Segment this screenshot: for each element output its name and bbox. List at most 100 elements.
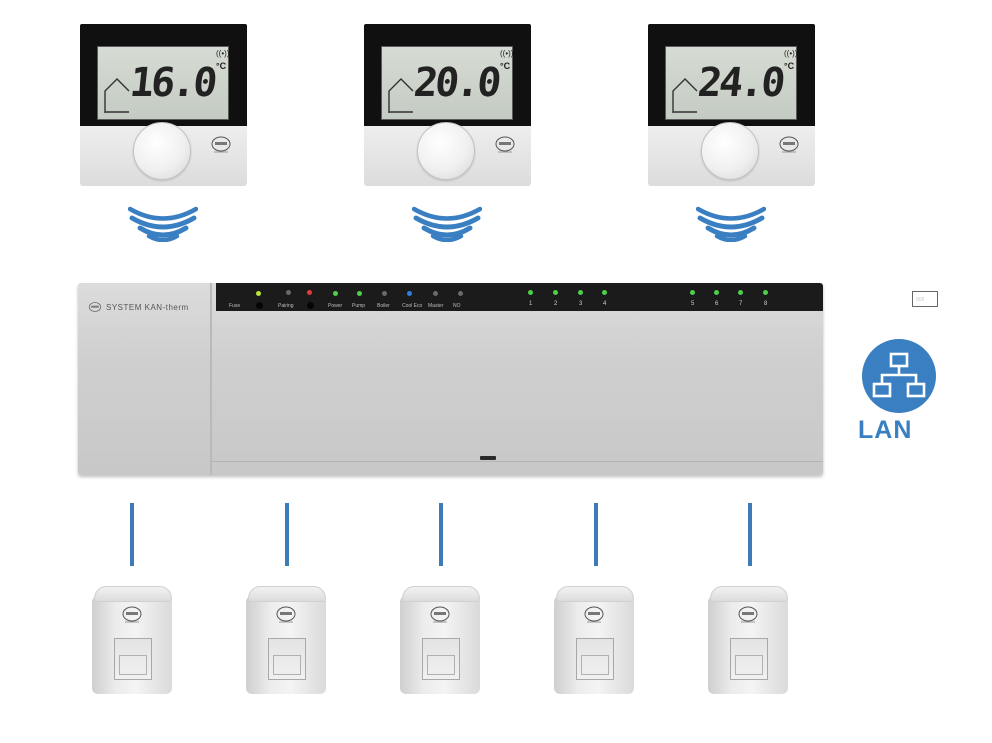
- actuator-connection-line: [285, 503, 289, 566]
- kan-logo-icon: [211, 136, 231, 153]
- actuator-indicator-window: [422, 638, 460, 680]
- house-icon: [388, 78, 414, 113]
- thermoelectric-actuator: [244, 586, 328, 694]
- wireless-signal-icon: ((•)): [500, 49, 514, 58]
- zone-number: 4: [603, 301, 607, 307]
- zone-led: [602, 290, 607, 295]
- status-led: [357, 291, 362, 296]
- thermoelectric-actuator: [90, 586, 174, 694]
- thermostat-knob[interactable]: [133, 122, 191, 180]
- zone-number: 5: [691, 301, 695, 307]
- lcd-screen: ((•)) 16.0 °C: [97, 46, 229, 120]
- temperature-unit: °C: [784, 61, 795, 71]
- status-led-label: Cool Eco: [402, 303, 423, 309]
- status-led: [433, 291, 438, 296]
- zone-led: [528, 290, 533, 295]
- wireless-badge: 868: [912, 291, 938, 307]
- lan-network-icon: [862, 339, 936, 413]
- fuse-led: [256, 291, 261, 296]
- thermoelectric-actuator: [552, 586, 636, 694]
- lan-label: LAN: [858, 416, 913, 444]
- thermoelectric-actuator: [706, 586, 790, 694]
- actuator-indicator-window: [114, 638, 152, 680]
- house-icon: [672, 78, 698, 113]
- thermostat-knob[interactable]: [701, 122, 759, 180]
- actuator-connection-line: [439, 503, 443, 566]
- zone-led: [690, 290, 695, 295]
- actuator-indicator-window: [576, 638, 614, 680]
- thermostat-base: [80, 122, 247, 186]
- actuator-cap: [710, 586, 788, 602]
- actuator-connection-line: [130, 503, 134, 566]
- temperature-readout: 24.0: [695, 60, 785, 106]
- actuator-connection-line: [594, 503, 598, 566]
- zone-led: [714, 290, 719, 295]
- controller-brand: SYSTEM KAN-therm: [106, 303, 189, 312]
- status-led-label: Master: [428, 303, 444, 309]
- temperature-readout: 16.0: [127, 60, 217, 106]
- actuator-cap: [556, 586, 634, 602]
- actuator-indicator: [427, 655, 455, 675]
- zone-led: [553, 290, 558, 295]
- thermostat-2: ((•)) 20.0 °C: [364, 24, 531, 186]
- lcd-screen: ((•)) 20.0 °C: [381, 46, 513, 120]
- actuator-indicator-window: [730, 638, 768, 680]
- status-led: [382, 291, 387, 296]
- wireless-waves-icon: [412, 206, 482, 242]
- housing-edge: [212, 461, 823, 462]
- pairing-button[interactable]: [256, 302, 263, 309]
- wireless-waves-icon: [696, 206, 766, 242]
- zone-led: [578, 290, 583, 295]
- zone-led: [738, 290, 743, 295]
- status-led-label: Power: [328, 303, 343, 309]
- kan-logo-icon: [88, 302, 102, 312]
- kan-logo-icon: [584, 606, 604, 623]
- thermostat-knob[interactable]: [417, 122, 475, 180]
- lcd-screen: ((•)) 24.0 °C: [665, 46, 797, 120]
- control-unit-housing: [78, 283, 823, 475]
- thermostat-1: ((•)) 16.0 °C: [80, 24, 247, 186]
- house-icon: [104, 78, 130, 113]
- zone-number: 6: [715, 301, 719, 307]
- status-led-label: NO: [453, 303, 461, 309]
- actuator-connection-line: [748, 503, 752, 566]
- zone-number: 7: [739, 301, 743, 307]
- zone-number: 1: [529, 301, 533, 307]
- fuse-label: Fuse: [229, 303, 241, 309]
- usb-slot[interactable]: [480, 456, 496, 460]
- kan-logo-icon: [276, 606, 296, 623]
- actuator-cap: [94, 586, 172, 602]
- thermostat-display-frame: ((•)) 20.0 °C: [364, 24, 531, 126]
- actuator-indicator: [273, 655, 301, 675]
- zone-number: 8: [764, 301, 768, 307]
- pairing-led-2: [307, 290, 312, 295]
- kan-logo-icon: [122, 606, 142, 623]
- kan-logo-icon: [779, 136, 799, 153]
- actuator-indicator: [735, 655, 763, 675]
- thermostat-display-frame: ((•)) 16.0 °C: [80, 24, 247, 126]
- temperature-unit: °C: [500, 61, 511, 71]
- thermoelectric-actuator: [398, 586, 482, 694]
- actuator-cap: [248, 586, 326, 602]
- network-icon: [872, 352, 926, 398]
- thermostat-base: [364, 122, 531, 186]
- reset-button[interactable]: [307, 302, 314, 309]
- thermostat-display-frame: ((•)) 24.0 °C: [648, 24, 815, 126]
- status-led: [333, 291, 338, 296]
- zone-number: 3: [579, 301, 583, 307]
- status-led: [458, 291, 463, 296]
- thermostat-3: ((•)) 24.0 °C: [648, 24, 815, 186]
- wireless-signal-icon: ((•)): [784, 49, 798, 58]
- housing-divider: [210, 283, 212, 475]
- status-led: [407, 291, 412, 296]
- wireless-waves-icon: [128, 206, 198, 242]
- pairing-led-1: [286, 290, 291, 295]
- kan-logo-icon: [430, 606, 450, 623]
- zone-number: 2: [554, 301, 558, 307]
- zone-led: [763, 290, 768, 295]
- kan-logo-icon: [495, 136, 515, 153]
- temperature-unit: °C: [216, 61, 227, 71]
- pairing-label: Pairing: [278, 303, 294, 309]
